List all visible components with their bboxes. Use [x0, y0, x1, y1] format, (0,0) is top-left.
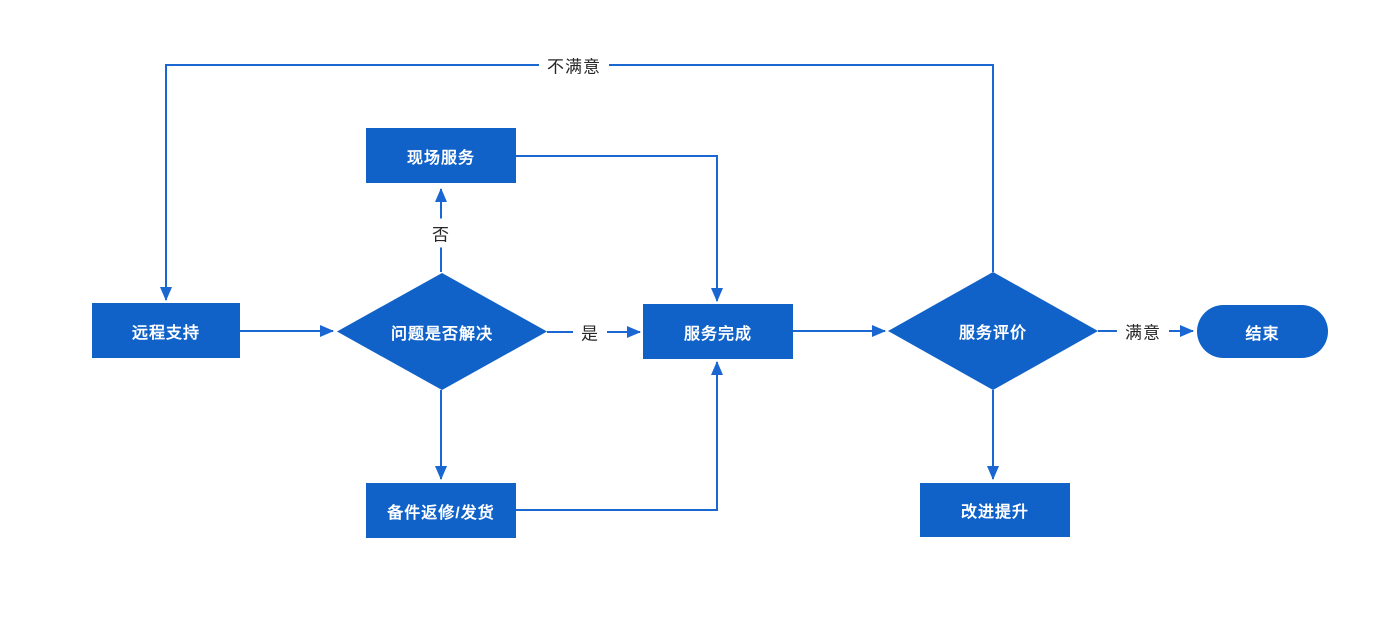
- node-service-complete: 服务完成: [643, 304, 793, 359]
- edge-eval-to-remote: [160, 64, 994, 301]
- node-onsite-service-label: 现场服务: [406, 149, 475, 167]
- node-parts-repair-label: 备件返修/发货: [387, 504, 495, 522]
- node-service-evaluation-label: 服务评价: [958, 325, 1027, 342]
- node-improve: 改进提升: [920, 483, 1070, 537]
- node-problem-solved-label: 问题是否解决: [390, 325, 493, 343]
- node-service-complete-label: 服务完成: [683, 325, 752, 343]
- node-improve-label: 改进提升: [960, 504, 1029, 521]
- edge-onsite-to-complete: [516, 155, 723, 302]
- edge-label-yes: 是: [573, 317, 607, 347]
- node-onsite-service: 现场服务: [366, 128, 516, 183]
- edge-label-satisfied: 满意: [1117, 316, 1169, 346]
- node-remote-support-label: 远程支持: [131, 324, 200, 342]
- edge-parts-to-complete: [516, 361, 723, 511]
- node-end-label: 结束: [1245, 325, 1280, 343]
- node-end: 结束: [1197, 305, 1328, 358]
- edge-label-no: 否: [424, 218, 458, 248]
- node-remote-support: 远程支持: [92, 303, 240, 358]
- edge-label-unsatisfied: 不满意: [539, 50, 609, 80]
- node-parts-repair: 备件返修/发货: [366, 483, 516, 538]
